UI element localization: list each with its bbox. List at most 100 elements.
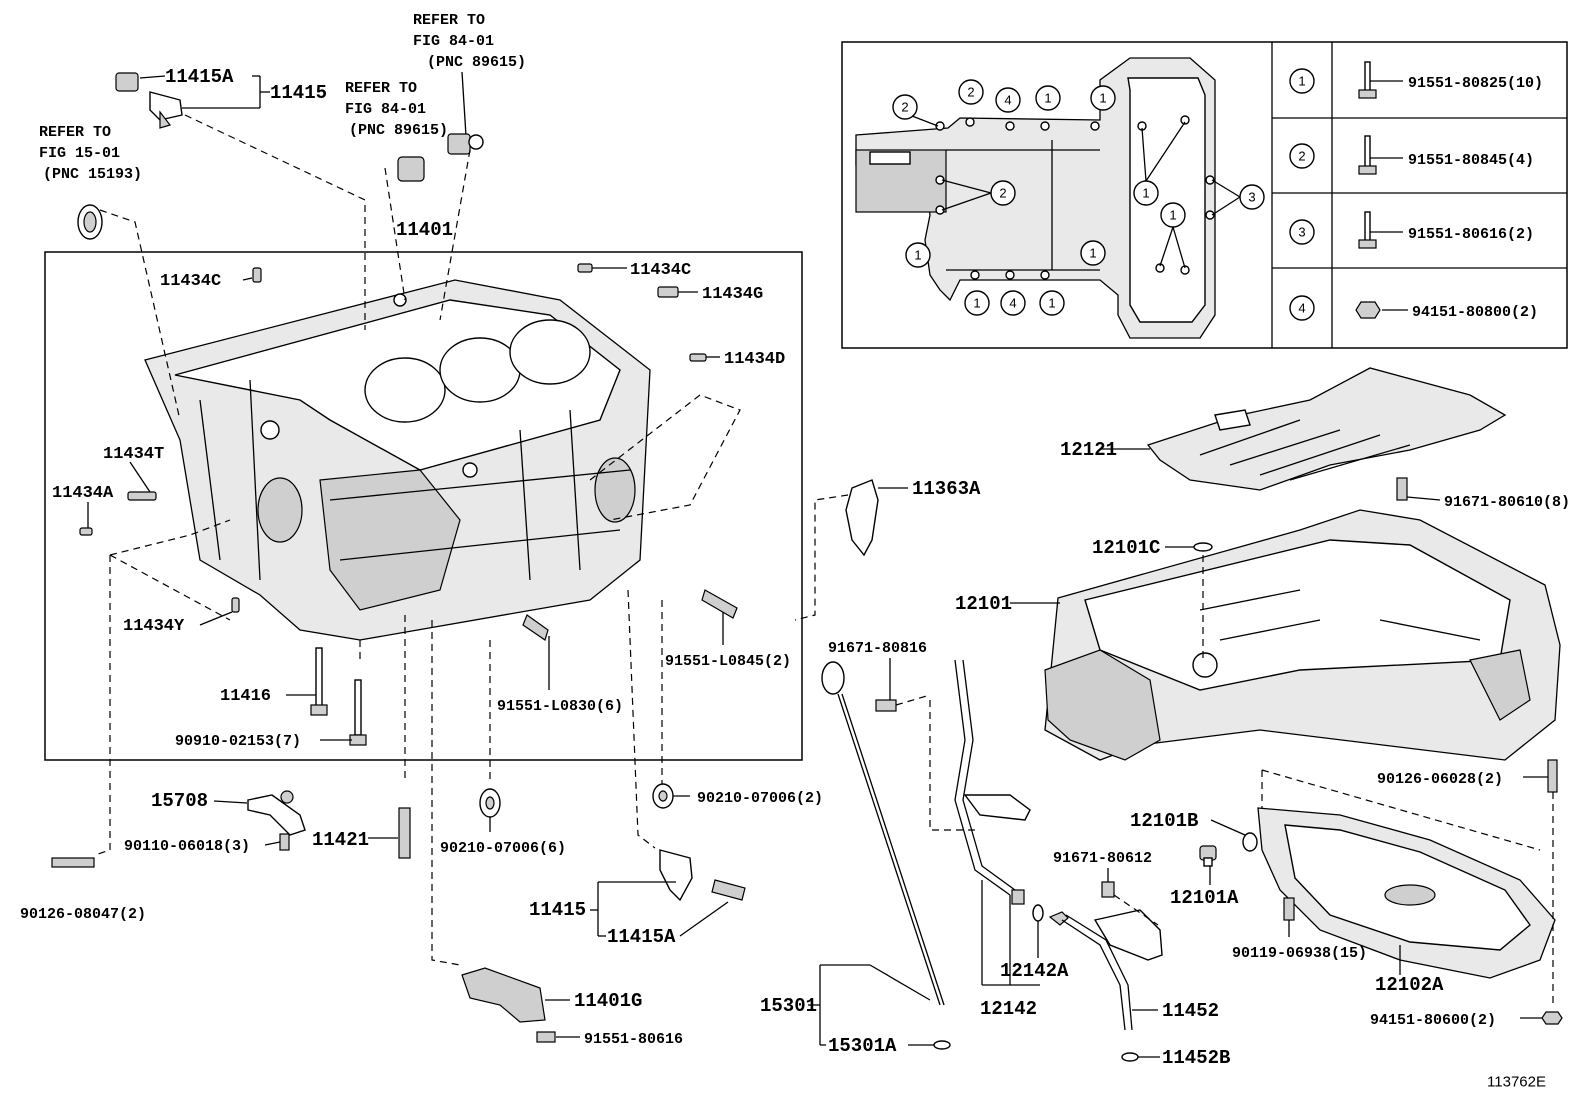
- legend-row: 2 91551-80845(4): [1289, 135, 1534, 175]
- callout-11434C: 11434C: [160, 272, 221, 291]
- callout-12121: 12121: [1060, 439, 1117, 461]
- inset-mark: 2: [941, 179, 1016, 211]
- callout-12102A: 12102A: [1375, 974, 1444, 996]
- callout-90210-07006: 90210-07006(6): [440, 840, 566, 857]
- inset-mark: 1: [1039, 290, 1065, 316]
- callout-15708: 15708: [151, 790, 208, 812]
- callout-90210-07006: 90210-07006(2): [697, 790, 823, 807]
- callout-90110-06018: 90110-06018(3): [124, 838, 250, 855]
- stud-part: [51, 857, 95, 868]
- legend-key: 4: [1298, 301, 1305, 316]
- callout-91551-L0830: 91551-L0830(6): [497, 698, 623, 715]
- inset-mark: 1: [905, 242, 931, 268]
- bolt-position-inset: 2 2 4 1 1 2 1 1 3 1: [841, 41, 1568, 349]
- inset-mark-label: 2: [967, 85, 974, 100]
- inset-mark-label: 4: [1004, 93, 1011, 108]
- stud-part: [398, 807, 411, 859]
- dowel-pin: [577, 263, 593, 273]
- callout-11434T: 11434T: [103, 445, 164, 464]
- callout-12101: 12101: [955, 593, 1012, 615]
- ref-note-line: (PNC 89615): [349, 122, 448, 139]
- inset-mark-label: 1: [1099, 91, 1106, 106]
- oil-strainer-part: [1048, 909, 1163, 1031]
- dowel-pin: [79, 527, 93, 536]
- callout-11434Y: 11434Y: [123, 617, 185, 636]
- oil-seal-part: [77, 204, 103, 240]
- oil-pan-upper-part: [1044, 509, 1561, 761]
- legend-key: 2: [1298, 149, 1305, 164]
- callout-91671-80610: 91671-80610(8): [1444, 494, 1570, 511]
- legend-part-number: 94151-80800(2): [1412, 304, 1538, 321]
- legend-row: 4 94151-80800(2): [1289, 295, 1538, 321]
- ref-note-line: REFER TO: [413, 12, 485, 29]
- sensor-part: [461, 967, 546, 1023]
- bolt-part: [701, 589, 738, 619]
- o-ring-part: [1193, 542, 1213, 552]
- o-ring-part: [933, 1040, 951, 1050]
- inset-mark: 1: [964, 290, 990, 316]
- bolt-part: [1101, 881, 1115, 898]
- dowel-pin: [689, 353, 707, 362]
- callout-11452: 11452: [1162, 1000, 1219, 1022]
- callout-11363A: 11363A: [912, 478, 981, 500]
- ref-note-line: REFER TO: [39, 124, 111, 141]
- nut-part: [1541, 1011, 1563, 1025]
- inset-mark-label: 1: [1142, 186, 1149, 201]
- bolt-part: [536, 1031, 556, 1043]
- bolt-part: [875, 699, 897, 712]
- gasket-outline-drawing: [855, 57, 1216, 339]
- callout-11434C: 11434C: [630, 261, 691, 280]
- ref-note-line: FIG 84-01: [413, 33, 494, 50]
- callout-12101C: 12101C: [1092, 537, 1160, 559]
- inset-mark-label: 1: [1048, 296, 1055, 311]
- callout-12101B: 12101B: [1130, 810, 1198, 832]
- legend-part-number: 91551-80825(10): [1408, 75, 1543, 92]
- inset-mark: 1: [1035, 85, 1061, 111]
- bolt-part: [310, 647, 367, 746]
- dowel-pin: [657, 286, 679, 298]
- ref-note: REFER TO FIG 84-01 (PNC 89615): [345, 80, 448, 139]
- sensor-assembly-top: [115, 72, 183, 129]
- bolt-part: [1283, 897, 1295, 921]
- callout-12142A: 12142A: [1000, 960, 1069, 982]
- dipstick-part: [821, 661, 945, 1006]
- sensor-part: [397, 156, 425, 182]
- o-ring-part: [1121, 1052, 1139, 1062]
- washer-part: [479, 788, 501, 818]
- inset-mark-label: 4: [1009, 296, 1016, 311]
- inset-mark: 4: [995, 87, 1021, 113]
- inset-mark: 2: [958, 79, 984, 105]
- washer-part: [652, 783, 674, 809]
- callout-11434D: 11434D: [724, 350, 785, 369]
- ref-note: REFER TO FIG 84-01 (PNC 89615): [413, 12, 526, 71]
- legend-key: 1: [1298, 74, 1305, 89]
- legend-row: 1 91551-80825(10): [1289, 61, 1543, 99]
- sensor-part: [447, 133, 484, 155]
- callout-11452B: 11452B: [1162, 1047, 1230, 1069]
- callout-90910-02153: 90910-02153(7): [175, 733, 301, 750]
- inset-mark: 1: [1159, 202, 1186, 269]
- legend-part-number: 91551-80616(2): [1408, 226, 1534, 243]
- callout-91551-L0845: 91551-L0845(2): [665, 653, 791, 670]
- callout-90126-08047: 90126-08047(2): [20, 906, 146, 923]
- inset-mark: 1: [1133, 121, 1186, 206]
- inset-mark-label: 1: [1089, 246, 1096, 261]
- o-ring-part: [1032, 904, 1044, 922]
- ref-note: REFER TO FIG 15-01 (PNC 15193): [39, 124, 142, 183]
- bolt-part: [522, 614, 549, 641]
- diagram-code: 113762E: [1487, 1074, 1546, 1091]
- sensor-assembly-bottom: [659, 849, 746, 902]
- inset-mark: 4: [1000, 290, 1026, 316]
- callout-11415: 11415: [270, 82, 327, 104]
- o-ring-part: [1242, 832, 1258, 852]
- callout-12142: 12142: [980, 998, 1037, 1020]
- inset-mark-label: 1: [914, 248, 921, 263]
- stud-part: [1547, 759, 1558, 793]
- bolt-part: [279, 833, 290, 851]
- callout-94151-80600: 94151-80600(2): [1370, 1012, 1496, 1029]
- cylinder-block-frame: [44, 251, 803, 761]
- legend-part-number: 91551-80845(4): [1408, 152, 1534, 169]
- ref-note-line: FIG 84-01: [345, 101, 426, 118]
- callout-90126-06028: 90126-06028(2): [1377, 771, 1503, 788]
- oil-jet-part: [845, 479, 879, 557]
